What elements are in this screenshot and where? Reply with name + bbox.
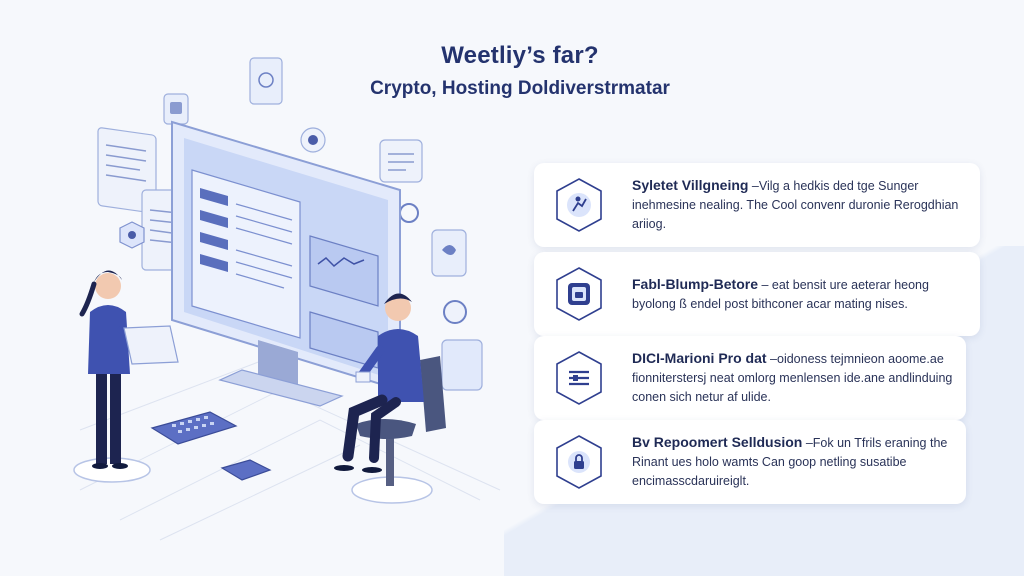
feature-card-1-body: –Vilg a hedkis ded tge Sunger inehmesine… [632, 179, 959, 231]
page-header: Weetliy’s far? Crypto, Hosting Doldivers… [300, 42, 740, 100]
feature-card-3-heading: DICI-Marioni Pro dat [632, 350, 767, 366]
workspace-illustration-svg [73, 57, 501, 541]
floating-tile-small [163, 93, 189, 125]
phone [220, 459, 272, 481]
feature-card-2-body: – eat bensit ure aeterar heong byolong ß… [632, 277, 929, 311]
feature-card-1-heading: Syletet Villgneing [632, 177, 749, 193]
stack-tools-icon [554, 350, 604, 406]
page-subtitle: Crypto, Hosting Doldiverstrmatar [370, 78, 670, 99]
feature-card-3: DICI-Marioni Pro dat –oidoness tejmnieon… [534, 336, 966, 420]
feature-card-4-body: –Fok un Tfrils eraning the Rinant ues ho… [632, 436, 948, 488]
workspace-illustration [60, 50, 530, 550]
person-strategy-icon [554, 177, 604, 233]
feature-card-4-heading: Bv Repoomert Selldusion [632, 434, 803, 450]
feature-card-2-heading: Fabl-Blump-Betore [632, 275, 758, 292]
floating-panel-left [97, 127, 157, 214]
keyboard [150, 411, 238, 445]
floating-tile-lower-right [441, 339, 483, 391]
shield-lock-icon [554, 434, 604, 490]
feature-card-3-body: –oidoness tejmnieon aoome.ae fionniterst… [632, 352, 953, 404]
floating-tile-right [431, 229, 467, 277]
feature-card-4: Bv Repoomert Selldusion –Fok un Tfrils e… [534, 420, 966, 504]
floor-grid [79, 349, 501, 541]
floating-ring-icon [399, 203, 419, 223]
monitor [171, 120, 401, 407]
floating-hex-badge [119, 221, 145, 249]
seated-person [334, 293, 446, 504]
floating-tile-top [249, 57, 283, 105]
lock-box-icon [554, 266, 604, 322]
floating-circle-badge [300, 127, 326, 153]
page-title: Weetliy’s far? [441, 42, 599, 69]
feature-card-2: Fabl-Blump-Betore – eat bensit ure aeter… [534, 252, 980, 336]
floating-ring-icon-2 [443, 300, 467, 324]
standing-person [73, 270, 179, 483]
floating-panel-right [379, 139, 423, 183]
feature-card-1: Syletet Villgneing –Vilg a hedkis ded tg… [534, 163, 980, 247]
